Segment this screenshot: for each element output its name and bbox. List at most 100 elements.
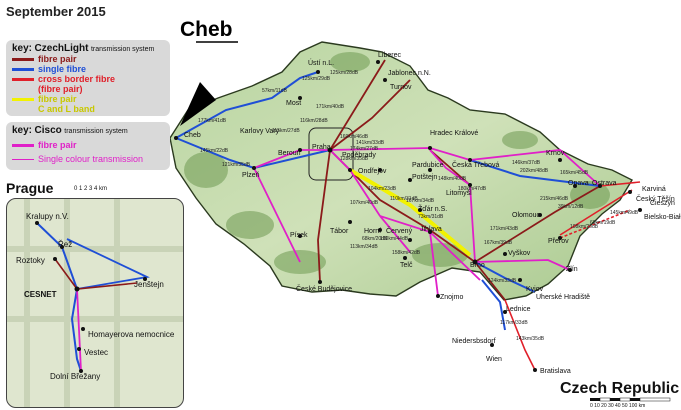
city-label: Most — [286, 100, 302, 107]
link-distance-label: 115km/27dB — [272, 128, 300, 134]
city-label: Žďár n.S. — [418, 206, 448, 213]
city-label: Krnov — [546, 150, 565, 157]
link-distance-label: 145km/22dB — [200, 148, 229, 154]
city-label: Znojmo — [440, 294, 464, 301]
city-label: Červený — [386, 228, 413, 235]
link-distance-label: 160km/44dB — [380, 236, 409, 242]
prague-place: CESNET — [24, 290, 57, 299]
city-label: Jihlava — [420, 226, 442, 233]
link-distance-label: 215km/46dB — [540, 196, 569, 202]
link-distance-label: 107km/40dB — [350, 200, 379, 206]
link-distance-label: 121km/35dB — [222, 162, 251, 168]
cz-scale-bar — [590, 397, 671, 402]
link-distance-label: 116km/28dB — [300, 118, 328, 124]
legend-system-name: Cisco — [34, 125, 62, 136]
city-markers — [174, 60, 642, 372]
city-label: Plzeň — [242, 172, 260, 179]
link-distance-label: 68km/20dB — [362, 236, 388, 242]
city-label: Liberec — [378, 52, 401, 59]
prague-inset-routes — [7, 199, 183, 407]
link-distance-label: 128km/35dB — [340, 156, 369, 162]
legend-system-suffix: transmission system — [90, 46, 155, 53]
legend-single-fibre: single fibre — [38, 64, 87, 74]
legend-cross-border: cross border fibre — [38, 74, 116, 84]
city-label: Ostrava — [592, 180, 617, 187]
prague-place: Kralupy n.V. — [26, 212, 69, 221]
city-label: Litomyšl — [446, 190, 472, 197]
city-label: Praha — [312, 144, 331, 151]
link-distance-label: 174km/27dB — [350, 146, 379, 152]
link-distance-label: 110km/31dB — [390, 196, 418, 202]
city-label: Beroun — [278, 150, 301, 157]
link-distance-label: 202km/48dB — [520, 168, 549, 174]
city-label: Opava — [568, 180, 589, 187]
city-label: Telč — [400, 262, 413, 269]
city-label: Wien — [486, 356, 502, 363]
prague-place: Řež — [58, 240, 73, 249]
city-label: Tábor — [330, 228, 349, 235]
link-distance-label: 113km/34dB — [350, 244, 378, 250]
legend-key-word: key: — [12, 43, 33, 54]
prague-place: Dolní Břežany — [50, 372, 101, 381]
legend-key-word: key: — [12, 125, 33, 136]
cheb-callout-label: Cheb — [180, 18, 233, 41]
legend-cisco: key: Cisco transmission system fibre pai… — [6, 122, 170, 170]
city-label: Jablonec n.N. — [388, 70, 431, 77]
legend-cl-band: fibre pair — [38, 94, 77, 104]
city-label: Zlín — [566, 266, 578, 273]
city-label: Cieszyn — [650, 200, 675, 207]
city-label: Přerov — [548, 238, 569, 245]
c-and-l-band-route — [348, 168, 472, 257]
city-label: Horní — [364, 228, 382, 235]
date-title: September 2015 — [6, 4, 106, 19]
link-distance-label: 177km/41dB — [198, 118, 227, 124]
prague-place: Roztoky — [16, 256, 45, 265]
city-label: Karlovy Vary — [240, 128, 280, 135]
legend-single-colour: Single colour transmission — [38, 154, 144, 164]
link-distance-label: 145km/49dB — [610, 210, 639, 216]
city-label: Česká Třebová — [452, 162, 500, 169]
link-distance-label: 171km/43dB — [490, 226, 519, 232]
link-distance-label: 167km/39dB — [484, 240, 513, 246]
legend-czechlight: key: CzechLight transmission system fibr… — [6, 40, 170, 116]
link-distance-label: 69km/19dB — [590, 220, 616, 226]
city-label: České Budějovice — [296, 286, 353, 293]
link-distance-label: 124km/33dB — [488, 278, 517, 284]
link-distance-label: 39km/12dB — [558, 204, 584, 210]
city-label: Niedersbsdorf — [452, 338, 496, 345]
cheb-callout-arrow — [180, 82, 216, 126]
city-label: Cheb — [184, 132, 201, 139]
city-label: Kyjov — [526, 286, 544, 293]
city-label: Uherské Hradiště — [536, 294, 591, 301]
legend-system-suffix: transmission system — [64, 128, 128, 135]
prague-place: Homayerova nemocnice — [88, 330, 175, 339]
city-label: Bielsko-Biała — [644, 214, 681, 221]
link-distance-label: 141km/33dB — [356, 140, 385, 146]
city-label: Ústí n.L. — [308, 60, 335, 67]
country-title: Czech Republic — [560, 380, 680, 397]
city-label: Ondřejov — [358, 168, 387, 175]
city-label: Lednice — [506, 306, 531, 313]
link-distance-label: 167km/34dB — [406, 198, 435, 204]
link-distance-label: 146km/37dB — [512, 160, 541, 166]
cross-border-routes — [504, 181, 641, 371]
city-label: Brno — [470, 262, 485, 269]
city-label: Hradec Králové — [430, 130, 479, 137]
city-label: Turnov — [390, 84, 412, 91]
prague-place: Jenštejn — [134, 280, 164, 289]
city-label: Bratislava — [540, 368, 571, 375]
link-distance-label: 117km/33dB — [500, 320, 528, 326]
legend-fibre-pair: fibre pair — [38, 54, 77, 64]
link-distance-label: 165km/45dB — [560, 170, 589, 176]
link-distance-label: 108km/26dB — [570, 224, 599, 230]
city-label: Karviná — [642, 186, 666, 193]
link-distance-label: 57km/11dB — [262, 88, 287, 94]
link-distance-label: 148km/40dB — [438, 176, 467, 182]
legend-cross-border-sub: (fibre pair) — [38, 84, 83, 94]
link-distance-label: 73km/31dB — [418, 214, 444, 220]
link-distance-label: 125km/28dB — [330, 70, 359, 76]
prague-title: Prague — [6, 180, 54, 196]
prague-inset-map — [6, 198, 184, 408]
legend-system-name: CzechLight — [34, 43, 89, 54]
